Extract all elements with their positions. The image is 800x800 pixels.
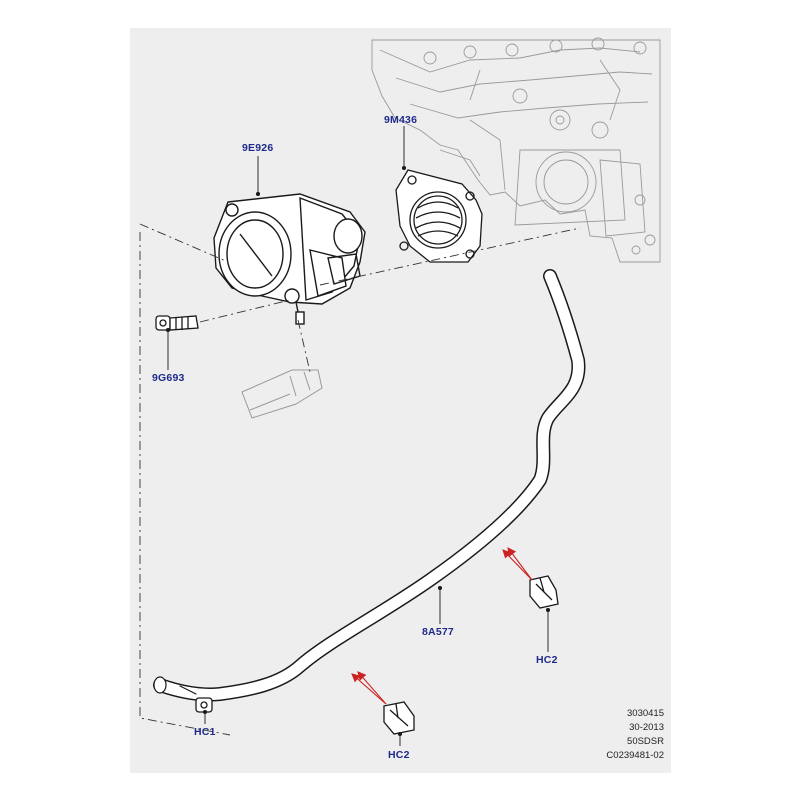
label-clip-right: HC2 [536, 654, 558, 666]
label-hose: 8A577 [422, 626, 454, 638]
reference-line-3: 50SDSR [627, 736, 664, 747]
connector-hose-ghost [241, 369, 323, 419]
reference-line-4: C0239481-02 [606, 750, 664, 761]
hose-clip-bottom-part [383, 701, 415, 735]
location-arrows [351, 547, 533, 705]
bolt-part [155, 315, 199, 331]
label-bolt: 9G693 [152, 372, 185, 384]
label-throttle-body: 9E926 [242, 142, 274, 154]
reference-line-2: 30-2013 [629, 722, 664, 733]
leader-lines [165, 126, 551, 746]
coolant-hose-part [153, 269, 586, 702]
label-clamp: HC1 [194, 726, 216, 738]
hose-clip-right-part [529, 575, 559, 609]
reference-line-1: 3030415 [627, 708, 664, 719]
label-clip-bottom: HC2 [388, 749, 410, 761]
assembly-dash-lines [139, 223, 581, 736]
hose-clamp-part [195, 697, 213, 713]
gasket-part [395, 169, 483, 263]
engine-block-ghost [371, 37, 661, 263]
throttle-body-part [213, 193, 366, 325]
label-gasket: 9M436 [384, 114, 418, 126]
diagram-panel [130, 28, 671, 773]
